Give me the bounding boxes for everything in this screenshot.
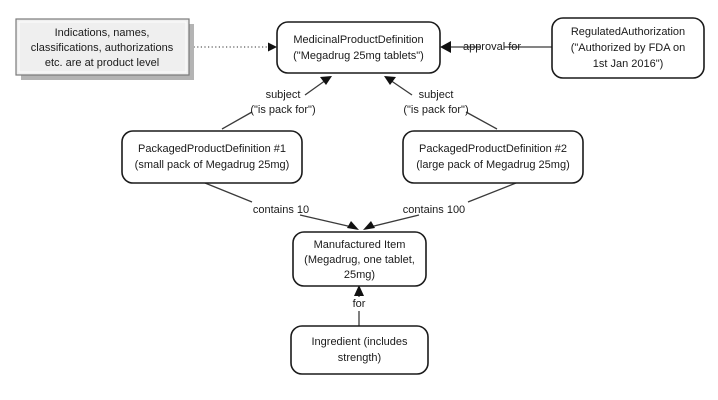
edge-label-subject-right-1: subject bbox=[419, 89, 454, 101]
edge-note-to-product bbox=[190, 42, 277, 52]
node-packaged-product-definition-1-box[interactable] bbox=[121, 130, 303, 184]
edge-pack2-to-product-line-upper bbox=[389, 79, 413, 96]
node-regulated-authorization[interactable]: RegulatedAuthorization ("Authorized by F… bbox=[551, 17, 705, 79]
node-manufactured-item-line-1: Manufactured Item bbox=[314, 239, 406, 251]
product-level-note-bevel bbox=[18, 21, 187, 73]
edge-pack1-to-product-line-upper bbox=[304, 79, 327, 96]
node-medicinal-product-definition-line-2: ("Megadrug 25mg tablets") bbox=[293, 50, 424, 62]
product-level-note-line-1: Indications, names, bbox=[55, 27, 150, 39]
edge-pack2-to-item: contains 100 bbox=[363, 182, 517, 230]
node-regulated-authorization-line-1: RegulatedAuthorization bbox=[571, 26, 685, 38]
node-manufactured-item-line-2: (Megadrug, one tablet, bbox=[304, 254, 415, 266]
node-manufactured-item-line-3: 25mg) bbox=[344, 269, 375, 281]
node-packaged-product-definition-2-line-2: (large pack of Megadrug 25mg) bbox=[416, 159, 569, 171]
edge-pack1-to-item: contains 10 bbox=[204, 182, 359, 230]
edge-pack1-to-item-line-upper bbox=[204, 182, 253, 203]
node-packaged-product-definition-2-box[interactable] bbox=[402, 130, 584, 184]
edge-label-subject-left-1: subject bbox=[266, 89, 301, 101]
edge-pack2-to-product-line-lower bbox=[465, 111, 498, 130]
edge-pack1-to-item-line-lower bbox=[299, 214, 353, 228]
edge-label-contains-10: contains 10 bbox=[253, 204, 309, 216]
edge-authorization-to-product-arrowhead bbox=[440, 41, 451, 53]
node-ingredient-line-2: strength) bbox=[338, 352, 381, 364]
edge-pack1-to-product: subject ("is pack for") bbox=[221, 76, 332, 130]
edge-pack1-to-product-line-lower bbox=[221, 111, 253, 130]
edge-pack2-to-item-arrowhead bbox=[363, 221, 375, 230]
node-regulated-authorization-line-2: ("Authorized by FDA on bbox=[571, 42, 686, 54]
node-medicinal-product-definition-box[interactable] bbox=[276, 21, 441, 74]
node-regulated-authorization-box[interactable] bbox=[551, 17, 705, 79]
node-ingredient-line-1: Ingredient (includes bbox=[311, 336, 408, 348]
node-packaged-product-definition-1-line-2: (small pack of Megadrug 25mg) bbox=[135, 159, 290, 171]
edge-authorization-to-product: approval for bbox=[440, 41, 552, 53]
edge-label-subject-right-2: ("is pack for") bbox=[403, 104, 468, 116]
product-level-note: Indications, names, classifications, aut… bbox=[15, 18, 194, 80]
product-level-note-line-3: etc. are at product level bbox=[45, 57, 159, 69]
node-packaged-product-definition-1[interactable]: PackagedProductDefinition #1 (small pack… bbox=[121, 130, 303, 184]
edge-pack2-to-product-arrowhead bbox=[384, 76, 396, 85]
edge-pack2-to-product: subject ("is pack for") bbox=[384, 76, 498, 130]
edge-pack1-to-product-arrowhead bbox=[320, 76, 332, 85]
edge-ingredient-to-item-arrowhead bbox=[354, 285, 364, 296]
edge-pack2-to-item-line-upper bbox=[467, 182, 517, 203]
product-level-note-box bbox=[15, 18, 190, 76]
node-packaged-product-definition-1-line-1: PackagedProductDefinition #1 bbox=[138, 143, 286, 155]
edge-note-to-product-arrowhead bbox=[268, 42, 277, 52]
node-manufactured-item[interactable]: Manufactured Item (Megadrug, one tablet,… bbox=[292, 231, 427, 287]
edge-ingredient-to-item: for bbox=[353, 285, 366, 326]
node-ingredient[interactable]: Ingredient (includes strength) bbox=[290, 325, 429, 375]
node-packaged-product-definition-2-line-1: PackagedProductDefinition #2 bbox=[419, 143, 567, 155]
node-medicinal-product-definition-line-1: MedicinalProductDefinition bbox=[293, 34, 423, 46]
edge-label-approval-for: approval for bbox=[463, 41, 521, 53]
node-medicinal-product-definition[interactable]: MedicinalProductDefinition ("Megadrug 25… bbox=[276, 21, 441, 74]
node-manufactured-item-box[interactable] bbox=[292, 231, 427, 287]
edge-label-subject-left-2: ("is pack for") bbox=[250, 104, 315, 116]
product-level-note-line-2: classifications, authorizations bbox=[31, 42, 174, 54]
edge-pack1-to-item-arrowhead bbox=[347, 221, 359, 230]
edge-label-for: for bbox=[353, 298, 366, 310]
edge-label-contains-100: contains 100 bbox=[403, 204, 465, 216]
node-packaged-product-definition-2[interactable]: PackagedProductDefinition #2 (large pack… bbox=[402, 130, 584, 184]
node-regulated-authorization-line-3: 1st Jan 2016") bbox=[593, 58, 664, 70]
edge-pack2-to-item-line-lower bbox=[369, 214, 420, 228]
node-ingredient-box[interactable] bbox=[290, 325, 429, 375]
